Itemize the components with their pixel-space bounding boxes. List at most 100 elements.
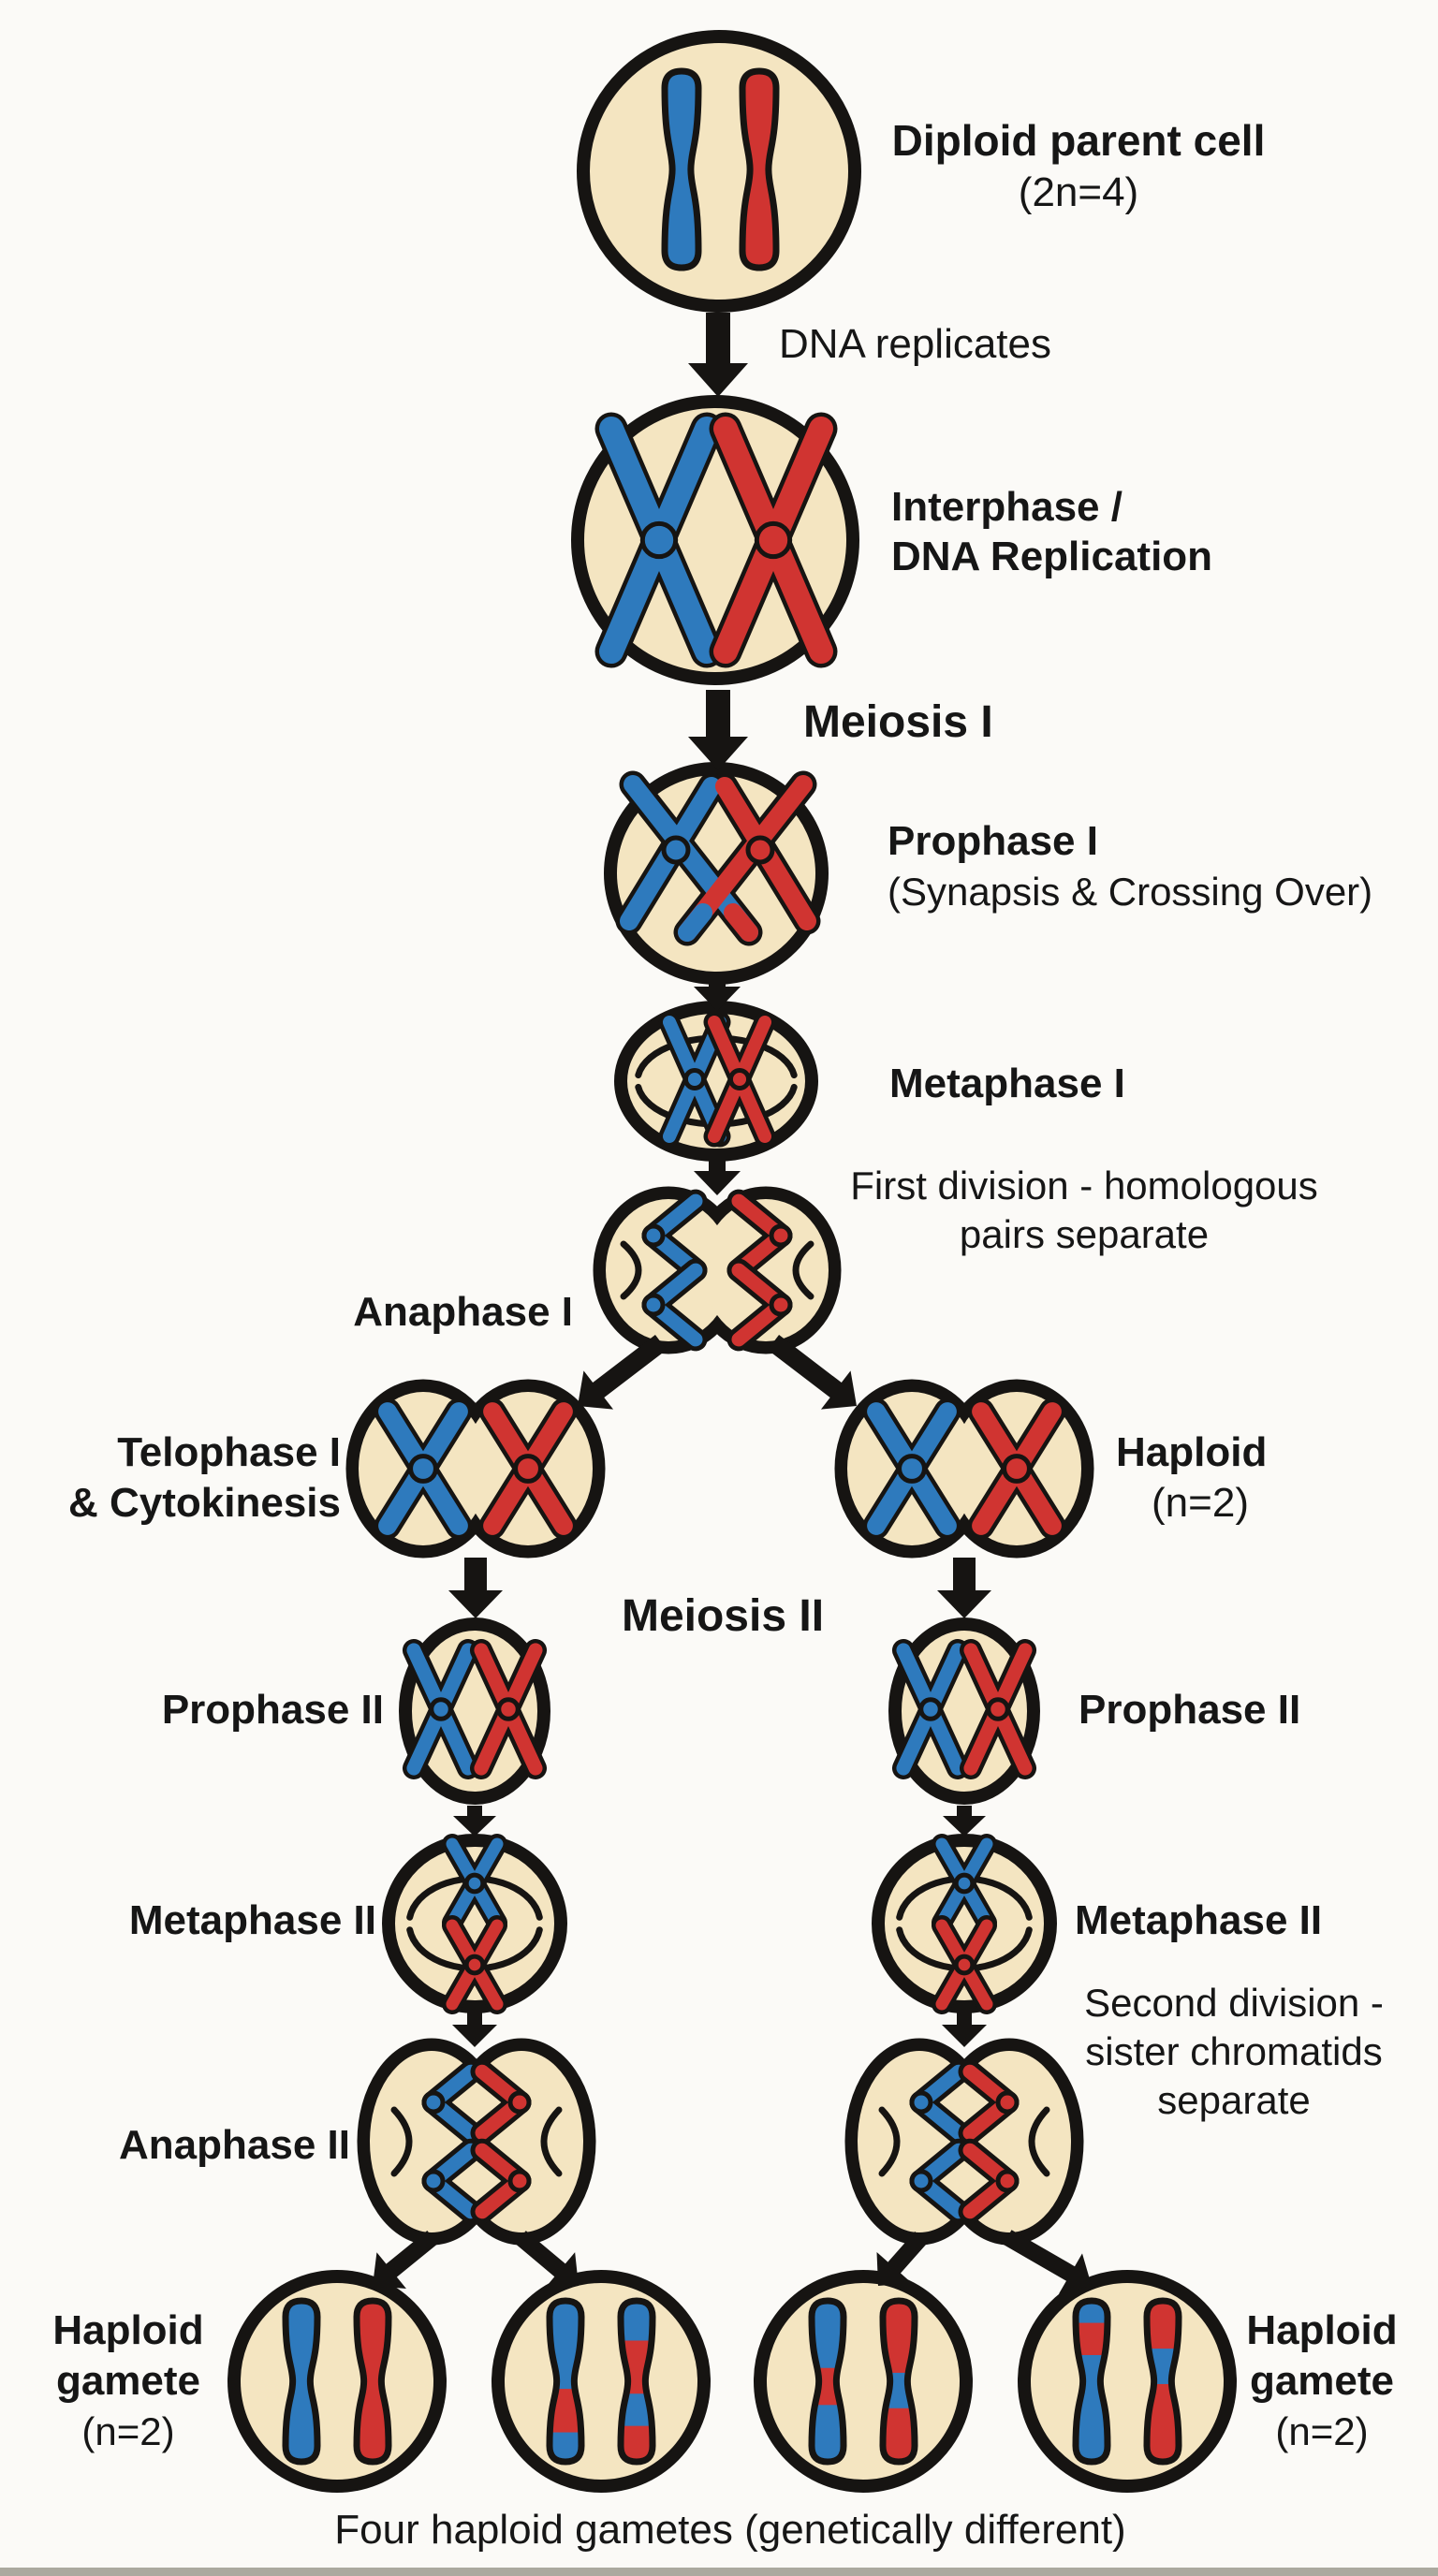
spindle-arc [878, 2106, 901, 2177]
cell-haploid-gamete [1018, 2270, 1237, 2493]
flow-arrow [453, 1806, 496, 1837]
label-metaphase2-left: Metaphase II [128, 1897, 376, 1944]
cell-telophase1 [345, 1379, 606, 1559]
centromere [953, 1954, 976, 1976]
centromere [641, 1293, 666, 1317]
label-anaphase1: Anaphase I [353, 1289, 573, 1336]
label-gamete-left-line1: Haploid [52, 2307, 204, 2354]
cell-interphase [571, 395, 859, 685]
label-gamete-right-line2: gamete [1249, 2358, 1395, 2405]
flow-arrow [688, 313, 748, 397]
centromere [421, 2090, 446, 2115]
label-second-division-line2: sister chromatids [1085, 2029, 1383, 2074]
cell-anaphase2 [844, 2038, 1084, 2246]
label-haploid-n2: (n=2) [1152, 1480, 1249, 1527]
label-prophase1-subtitle: (Synapsis & Crossing Over) [888, 870, 1373, 915]
centromere [918, 1697, 943, 1721]
flow-arrow [1003, 2230, 1092, 2294]
centromere [429, 1697, 453, 1721]
label-telophase1-line2: & Cytokinesis [68, 1480, 341, 1527]
centromere [769, 1293, 793, 1317]
cell-prophase2 [399, 1617, 550, 1805]
cell-anaphase2 [357, 2038, 596, 2246]
label-interphase-line1: Interphase / [891, 484, 1123, 531]
flow-arrow [767, 1335, 857, 1410]
cell-metaphase2 [382, 1834, 567, 2014]
label-diploid-parent-ploidy: (2n=4) [1018, 169, 1139, 216]
centromere [682, 1067, 707, 1091]
flow-arrow [937, 1558, 991, 1618]
label-caption: Four haploid gametes (genetically differ… [334, 2507, 1126, 2554]
centromere [745, 835, 775, 865]
crossover-swapped-tip [678, 903, 712, 942]
centromere [507, 2090, 532, 2115]
spindle-arc [620, 1240, 642, 1300]
cell-prophase2 [888, 1617, 1040, 1805]
label-gamete-left-line3: (n=2) [81, 2409, 175, 2454]
label-metaphase2-right: Metaphase II [1075, 1897, 1323, 1944]
spindle-arc [390, 2106, 413, 2177]
centromere [897, 1454, 927, 1484]
label-second-division-line1: Second division - [1084, 1981, 1384, 2026]
centromere [995, 2090, 1020, 2115]
flow-arrow [515, 2231, 579, 2289]
cell-membrane [382, 1834, 567, 2013]
cell-membrane [227, 2270, 447, 2493]
label-prophase1-title: Prophase I [888, 818, 1098, 865]
label-second-division-line3: separate [1157, 2078, 1311, 2123]
label-meiosis-1: Meiosis I [803, 697, 993, 748]
centromere [909, 2090, 933, 2115]
centromere [463, 1954, 486, 1976]
cell-haploid-gamete [492, 2270, 711, 2493]
spindle-arc [1028, 2106, 1050, 2177]
spindle-arc [540, 2106, 563, 2177]
centromere [661, 835, 691, 865]
label-gamete-right-line1: Haploid [1246, 2307, 1398, 2354]
centromere [1002, 1454, 1032, 1484]
chromatid-segments [621, 2301, 653, 2462]
centromere [421, 2169, 446, 2193]
flow-arrow [942, 2012, 987, 2047]
flow-arrow [876, 2232, 928, 2286]
cell-haploid-gamete [227, 2270, 447, 2493]
cell-membrane [754, 2270, 973, 2493]
cell-anaphase1 [593, 1186, 842, 1354]
cell-membrane [888, 1617, 1040, 1805]
flow-arrow [452, 2012, 497, 2047]
label-first-division-line1: First division - homologous [850, 1164, 1318, 1208]
label-prophase2-right: Prophase II [1078, 1687, 1301, 1734]
centromere [995, 2169, 1020, 2193]
label-dna-replicates: DNA replicates [779, 321, 1052, 368]
label-metaphase1: Metaphase I [889, 1061, 1125, 1107]
cell-membrane [492, 2270, 711, 2493]
cell-membrane [577, 30, 861, 313]
label-telophase1-line1: Telophase I [117, 1429, 341, 1476]
cell-telophase1 [834, 1379, 1094, 1559]
cell-membrane [1018, 2270, 1237, 2493]
label-diploid-parent-title: Diploid parent cell [891, 116, 1266, 166]
centromere [496, 1697, 521, 1721]
cell-metaphase1 [614, 1001, 818, 1162]
cell-haploid-gamete [754, 2270, 973, 2493]
spindle-arc [792, 1240, 814, 1300]
label-interphase-line2: DNA Replication [891, 534, 1213, 580]
flow-arrow [373, 2231, 438, 2290]
cell-membrane [399, 1617, 550, 1805]
crossover-swapped-tip [724, 903, 758, 942]
label-anaphase2: Anaphase II [119, 2122, 350, 2169]
label-gamete-right-line3: (n=2) [1275, 2409, 1369, 2454]
cell-diploid-parent [577, 30, 861, 313]
centromere [953, 1872, 976, 1895]
centromere [408, 1454, 438, 1484]
centromere [463, 1872, 486, 1895]
cell-prophase1 [604, 762, 829, 985]
label-meiosis-2: Meiosis II [621, 1591, 825, 1642]
centromere [639, 520, 679, 560]
cell-membrane [872, 1834, 1057, 2013]
centromere [909, 2169, 933, 2193]
flow-arrow [694, 977, 741, 1011]
centromere [769, 1223, 793, 1248]
label-gamete-left-line2: gamete [55, 2358, 201, 2405]
